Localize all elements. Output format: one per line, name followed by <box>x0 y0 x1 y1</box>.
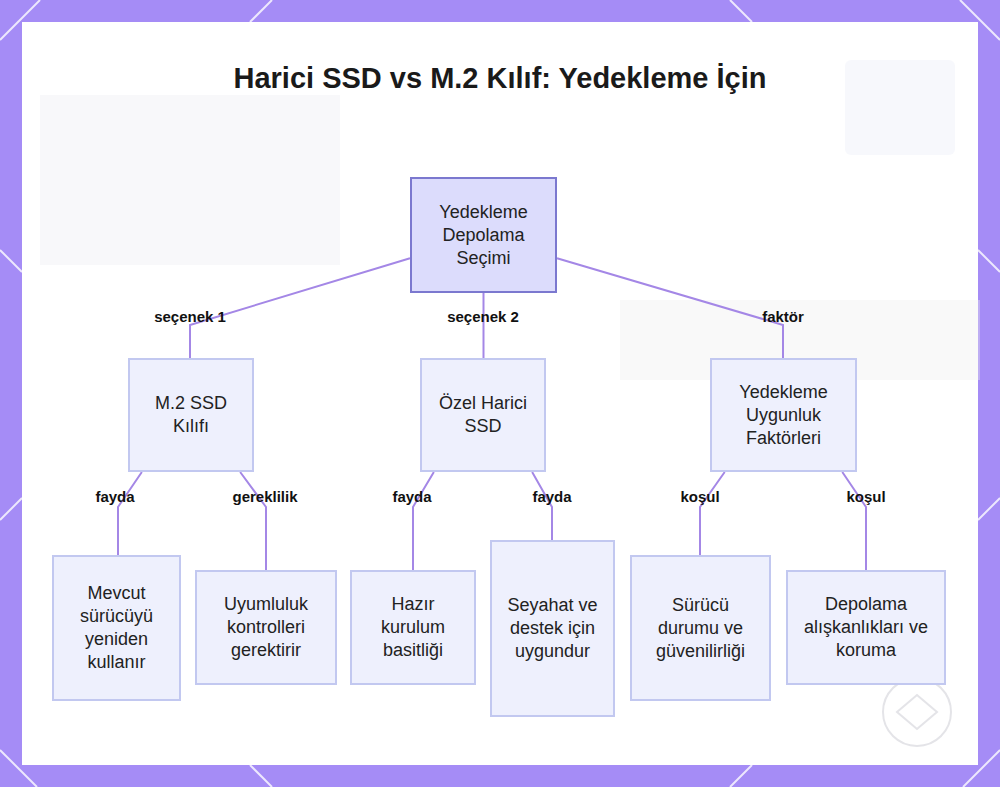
connector-line <box>483 293 485 358</box>
edge-label: gereklilik <box>232 488 297 505</box>
process-box: Özel Harici SSD <box>420 358 546 472</box>
connector-line <box>532 472 552 540</box>
process-box: Hazır kurulum basitliği <box>350 570 476 685</box>
process-box: Uyumluluk kontrolleri gerektirir <box>195 570 337 685</box>
edge-label: seçenek 1 <box>154 308 226 325</box>
node-label: Seyahat ve destek için uygundur <box>500 594 605 663</box>
node-label: Depolama alışkanlıkları ve koruma <box>796 593 936 662</box>
process-box: M.2 SSD Kılıfı <box>128 358 254 472</box>
edge-label: seçenek 2 <box>447 308 519 325</box>
edge-label: fayda <box>95 488 134 505</box>
process-box: Mevcut sürücüyü yeniden kullanır <box>52 555 181 701</box>
edge-label: koşul <box>680 488 719 505</box>
node-label: Mevcut sürücüyü yeniden kullanır <box>62 582 171 674</box>
edge-label: fayda <box>532 488 571 505</box>
root-box: Yedekleme Depolama Seçimi <box>410 177 557 293</box>
connector-line <box>413 472 434 570</box>
process-box: Depolama alışkanlıkları ve koruma <box>786 570 946 685</box>
node-label: M.2 SSD Kılıfı <box>138 392 244 438</box>
node-label: Uyumluluk kontrolleri gerektirir <box>205 593 327 662</box>
connector-line <box>700 472 725 555</box>
edge-label: fayda <box>392 488 431 505</box>
node-label: Sürücü durumu ve güvenilirliği <box>640 594 761 663</box>
process-box: Seyahat ve destek için uygundur <box>490 540 615 717</box>
edge-label: faktör <box>762 308 804 325</box>
connector-line <box>842 472 866 570</box>
process-box: Yedekleme Uygunluk Faktörleri <box>710 358 857 472</box>
process-box: Sürücü durumu ve güvenilirliği <box>630 555 771 701</box>
node-label: Yedekleme Uygunluk Faktörleri <box>720 381 847 450</box>
diagram-title: Harici SSD vs M.2 Kılıf: Yedekleme İçin <box>200 62 800 94</box>
node-label: Özel Harici SSD <box>430 392 536 438</box>
connector-line <box>118 472 142 555</box>
connector-line <box>240 472 266 570</box>
connector-line <box>557 258 783 358</box>
node-label: Hazır kurulum basitliği <box>360 593 466 662</box>
edge-label: koşul <box>846 488 885 505</box>
node-label: Yedekleme Depolama Seçimi <box>420 201 547 270</box>
